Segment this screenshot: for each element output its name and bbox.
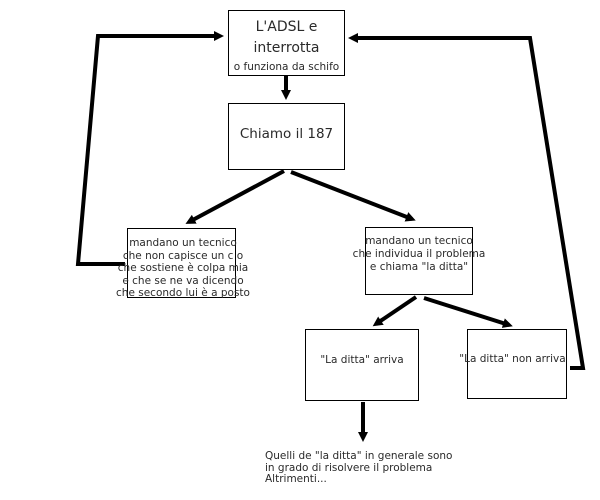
node-good-tech-text: mandano un tecnico che individua il prob… — [345, 235, 493, 274]
node-good-tech-line: e chiama "la ditta" — [369, 261, 469, 273]
outcome-line: in grado di risolvere il problema — [265, 461, 433, 474]
arrow-good-tech-to-arrives — [372, 295, 418, 327]
loop-not-arrives-to-start — [348, 33, 586, 370]
arrow-call-to-bad-tech — [185, 169, 285, 224]
node-bad-tech-box — [127, 228, 236, 298]
node-good-tech-box — [365, 227, 473, 295]
node-start-line-3: o funziona da schifo — [233, 61, 340, 73]
node-start-line-2: interrotta — [253, 40, 320, 56]
node-call-box — [228, 103, 345, 170]
node-bad-tech-line: che sostiene è colpa mia — [117, 262, 249, 274]
node-ditta-not-arrives-label: "La ditta" non arriva — [459, 353, 566, 365]
arrow-call-to-good-tech — [290, 170, 416, 222]
node-ditta-arrives-label: "La ditta" arriva — [320, 354, 404, 366]
node-call-label: Chiamo il 187 — [239, 126, 334, 142]
node-start-line-1: L'ADSL e — [255, 19, 318, 35]
outcome-line: Altrimenti... — [265, 473, 327, 485]
outcome-line: Quelli de "la ditta" in generale sono — [265, 450, 453, 462]
node-bad-tech-line: che secondo lui è a posto — [116, 287, 250, 299]
node-good-tech-line: mandano un tecnico — [365, 235, 473, 247]
outcome-text: Quelli de "la ditta" in generale sono in… — [265, 450, 485, 486]
node-ditta-not-arrives-box — [467, 329, 567, 399]
node-ditta-arrives-box — [305, 329, 419, 401]
node-start-box — [228, 10, 345, 76]
node-bad-tech-line: e che se ne va dicendo — [122, 274, 244, 287]
node-bad-tech-text: mandano un tecnico che non capisce un c … — [108, 237, 258, 300]
node-bad-tech-line: che non capisce un c o — [122, 249, 244, 262]
node-bad-tech-line: mandano un tecnico — [129, 237, 237, 249]
loop-bad-tech-to-start — [75, 31, 224, 266]
arrow-good-tech-to-not-arrives — [423, 296, 513, 328]
node-good-tech-line: che individua il problema — [352, 248, 486, 260]
